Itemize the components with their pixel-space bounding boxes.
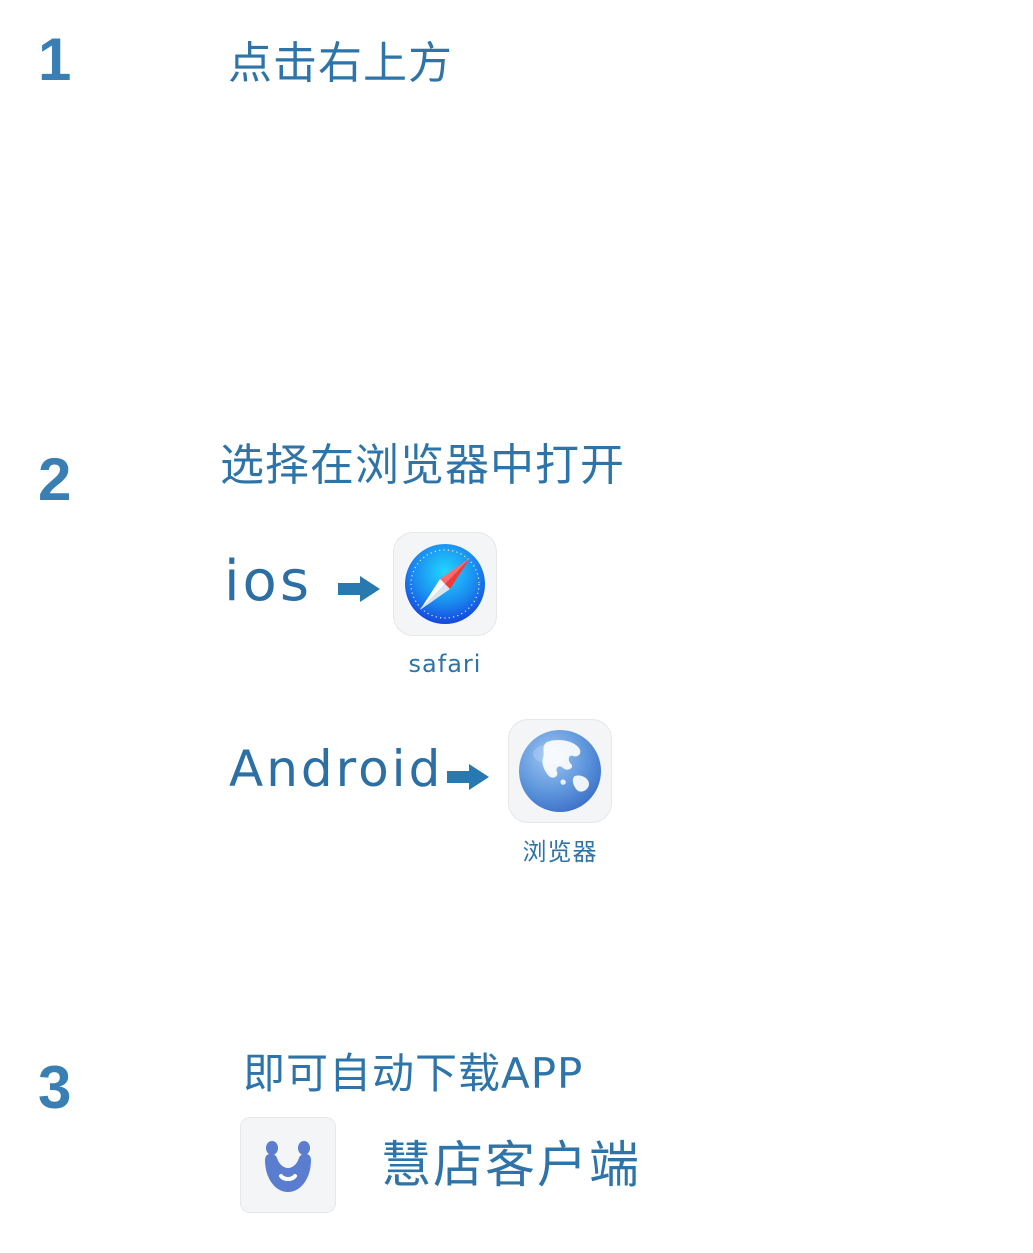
safari-app-tile[interactable] (393, 532, 497, 636)
step-3-title: 即可自动下载APP (243, 1049, 584, 1098)
safari-compass-icon (405, 544, 485, 624)
step-1-title: 点击右上方 (228, 38, 453, 89)
android-label: Android (229, 740, 444, 798)
arrow-right-icon (447, 764, 489, 790)
huidian-app-tile[interactable] (240, 1117, 336, 1213)
app-name: 慧店客户端 (381, 1136, 641, 1194)
step-2-title: 选择在浏览器中打开 (220, 440, 625, 491)
ios-label: ios (224, 549, 312, 614)
browser-label: 浏览器 (522, 838, 598, 866)
step-3-number: 3 (38, 1054, 72, 1121)
arrow-right-icon (338, 576, 380, 602)
step-1-number: 1 (38, 26, 72, 93)
browser-globe-icon (519, 730, 601, 812)
browser-app-tile[interactable] (508, 719, 612, 823)
step-2-number: 2 (38, 446, 72, 513)
safari-label: safari (408, 650, 482, 678)
huidian-logo-icon (265, 1141, 311, 1192)
